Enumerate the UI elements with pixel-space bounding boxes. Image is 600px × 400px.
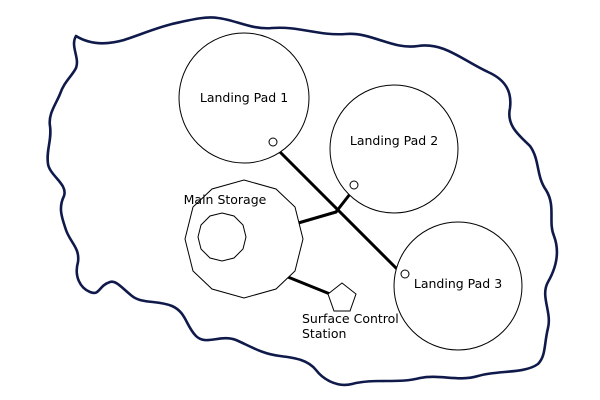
island-outline (46, 16, 559, 387)
landing-pad-3-label: Landing Pad 3 (414, 276, 502, 291)
main-storage-inner (197, 212, 247, 262)
landing-pad-2-marker (349, 180, 359, 190)
landing-pad-1-label: Landing Pad 1 (200, 90, 288, 105)
landing-pad-2: Landing Pad 2 (329, 84, 459, 214)
landing-pad-2-circle (329, 84, 459, 214)
main-storage-label: Main Storage (184, 192, 267, 207)
surface-control-station: Surface Control Station (302, 282, 399, 341)
landing-pad-2-label: Landing Pad 2 (350, 133, 438, 148)
landing-pad-3-marker (400, 269, 410, 279)
main-storage: Main Storage (184, 179, 304, 299)
surface-control-label-line2: Station (302, 326, 346, 341)
surface-control-pentagon (327, 282, 357, 312)
surface-control-label-line1: Surface Control (302, 311, 399, 326)
landing-pad-3: Landing Pad 3 (393, 221, 523, 351)
connector-junction-to-pad2 (334, 192, 352, 214)
landing-pad-1-circle (178, 32, 310, 164)
connector-pad1-to-pad3 (278, 150, 400, 272)
landing-pad-1: Landing Pad 1 (178, 32, 310, 164)
landing-pad-3-circle (393, 221, 523, 351)
landing-pad-1-marker (268, 137, 278, 147)
